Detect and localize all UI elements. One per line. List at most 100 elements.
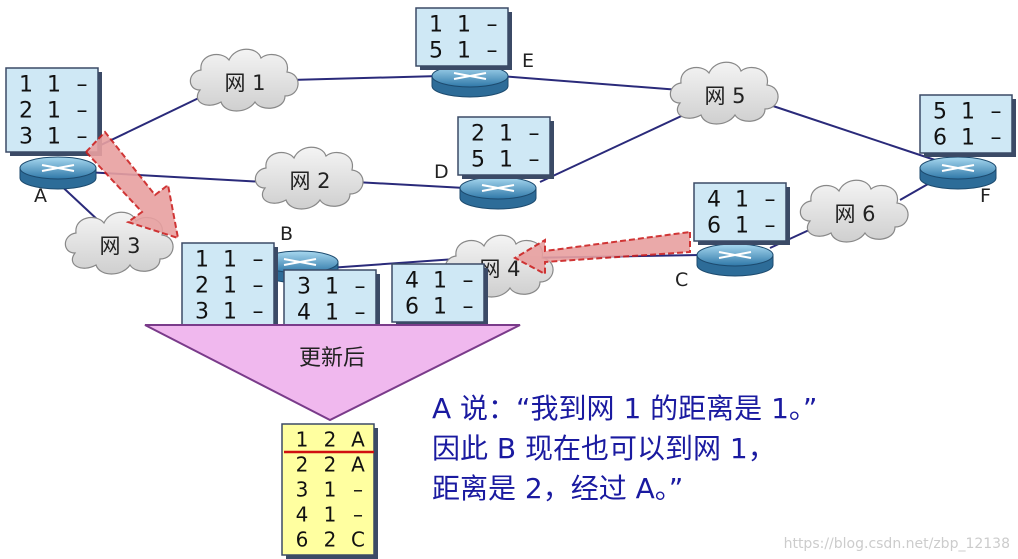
table-cell: 1 xyxy=(47,98,61,123)
table-cell: 1 xyxy=(296,428,309,452)
table-cell: 2 xyxy=(471,121,485,146)
table-cell: 2 xyxy=(324,453,337,477)
table-cell: C xyxy=(351,528,365,552)
router-label-b: B xyxy=(280,223,293,245)
router-arrows-icon xyxy=(41,164,75,172)
table-cell: A xyxy=(351,453,365,477)
network-label: 网 1 xyxy=(224,71,265,95)
table-cell: – xyxy=(765,187,776,212)
table-cell: 2 xyxy=(296,453,309,477)
table-cell: 4 xyxy=(296,503,309,527)
table-cell: 3 xyxy=(296,478,309,502)
table-cell: 1 xyxy=(195,247,209,272)
network-label: 网 2 xyxy=(289,169,330,193)
caption-line-2: 因此 B 现在也可以到网 1， xyxy=(432,432,776,465)
table-cell: 1 xyxy=(325,300,339,325)
table-cell: 1 xyxy=(223,247,237,272)
network-cloud-1: 网 1 xyxy=(189,48,299,112)
table-cell: 1 xyxy=(499,121,513,146)
table-cell: 5 xyxy=(471,147,485,172)
explanation-caption: A 说：“我到网 1 的距离是 1。” 因此 B 现在也可以到网 1， 距离是 … xyxy=(432,392,817,505)
router-arrows-icon xyxy=(453,72,487,80)
table-cell: – xyxy=(353,503,363,527)
table-cell: – xyxy=(353,478,363,502)
table-cell: – xyxy=(529,147,540,172)
table-cell: – xyxy=(77,124,88,149)
update-funnel: 更新后 xyxy=(144,324,521,422)
table-cell: – xyxy=(253,247,264,272)
table-cell: 2 xyxy=(324,428,337,452)
table-cell: – xyxy=(463,268,474,293)
table-cell: – xyxy=(529,121,540,146)
table-cell: 1 xyxy=(429,12,443,37)
table-cell: 6 xyxy=(933,125,947,150)
table-cell: 1 xyxy=(457,12,471,37)
router-d xyxy=(459,176,537,210)
update-label: 更新后 xyxy=(299,346,365,371)
network-label: 网 3 xyxy=(99,234,140,258)
link-e-net5 xyxy=(499,75,681,91)
table-cell: – xyxy=(253,273,264,298)
table-cell: 1 xyxy=(735,213,749,238)
table-cell: 3 xyxy=(19,124,33,149)
table-cell: 1 xyxy=(499,147,513,172)
table-cell: A xyxy=(351,428,365,452)
table-cell: 1 xyxy=(19,72,33,97)
table-cell: – xyxy=(77,72,88,97)
caption-line-3: 距离是 2，经过 A。” xyxy=(432,472,683,505)
arrow-a-to-b xyxy=(84,130,180,240)
table-cell: 4 xyxy=(707,187,721,212)
link-net2-d xyxy=(354,181,466,189)
router-label-f: F xyxy=(980,185,991,207)
table-cell: 4 xyxy=(405,268,419,293)
network-cloud-5: 网 5 xyxy=(669,61,779,125)
table-cell: 1 xyxy=(735,187,749,212)
table-cell: 5 xyxy=(429,38,443,63)
router-label-e: E xyxy=(522,50,534,72)
table-cell: – xyxy=(991,99,1002,124)
table-cell: 1 xyxy=(457,38,471,63)
router-arrows-icon xyxy=(283,258,317,266)
watermark: https://blog.csdn.net/zbp_12138 xyxy=(784,536,1010,552)
link-net1-e xyxy=(289,75,441,81)
table-cell: 3 xyxy=(297,274,311,299)
table-cell: – xyxy=(487,12,498,37)
table-cell: 1 xyxy=(223,273,237,298)
caption-line-1: A 说：“我到网 1 的距离是 1。” xyxy=(432,392,817,425)
router-arrows-icon xyxy=(481,184,515,192)
table-cell: 6 xyxy=(707,213,721,238)
table-cell: 1 xyxy=(47,72,61,97)
router-a xyxy=(19,156,97,190)
table-cell: 1 xyxy=(433,294,447,319)
network-cloud-3: 网 3 xyxy=(64,211,174,275)
table-cell: – xyxy=(463,294,474,319)
link-d-net5 xyxy=(539,111,691,183)
router-label-c: C xyxy=(675,269,688,291)
table-cell: – xyxy=(487,38,498,63)
